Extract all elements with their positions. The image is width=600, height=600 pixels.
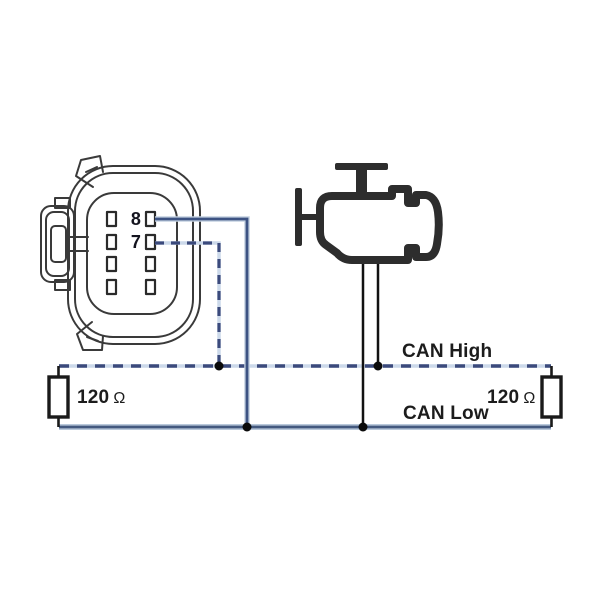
pin-8-label: 8: [130, 209, 142, 229]
pin8-wire: [155, 217, 249, 427]
connector-outer-shell-inner: [74, 172, 194, 338]
engine-left-bracket-arm: [300, 214, 320, 220]
left-termination-resistor: [47, 366, 70, 427]
pin7-wire-underlay: [155, 241, 221, 366]
connector-latch-top-block: [54, 197, 71, 209]
connector-latch-bottom-block: [54, 279, 71, 291]
pin-socket: [105, 233, 118, 251]
pin-socket: [105, 210, 118, 228]
left-resistor-value: 120: [77, 387, 110, 408]
connector-top-tab-inner: [85, 166, 98, 173]
junction-dot: [242, 422, 252, 432]
pin-8-socket: [144, 210, 157, 228]
connector-pins-right-column: [144, 210, 157, 296]
pin-socket: [144, 255, 157, 273]
junction-dot: [214, 361, 224, 371]
right-resistor-value: 120: [487, 387, 520, 408]
left-resistor-unit: Ω: [113, 390, 126, 407]
right-termination-resistor: [540, 366, 563, 427]
engine-left-bracket: [295, 188, 302, 246]
connector-cavity: [86, 192, 178, 315]
can-low-label: CAN Low: [403, 403, 489, 424]
connector-latch-mid: [45, 211, 70, 277]
wiring: [47, 216, 563, 432]
right-resistor-body: [540, 375, 563, 419]
right-resistor-unit: Ω: [523, 390, 536, 407]
pin-socket: [105, 278, 118, 296]
junction-dot: [358, 422, 368, 432]
pin-socket: [144, 278, 157, 296]
connector-pins-left-column: [105, 210, 118, 296]
connector-bottom-tab: [76, 321, 104, 351]
obd-connector-drawing: [40, 155, 201, 351]
pin-7-label: 7: [130, 232, 142, 252]
engine-body: [316, 185, 443, 264]
connector-latch-inner: [50, 225, 67, 263]
pin-socket: [105, 255, 118, 273]
can-high-label: CAN High: [402, 341, 493, 362]
engine-top-stem: [356, 166, 367, 198]
pin-7-socket: [144, 233, 157, 251]
connector-latch-outer: [40, 205, 75, 283]
left-resistor-body: [47, 375, 70, 419]
junction-dot: [373, 361, 383, 371]
pin7-wire: [155, 241, 221, 366]
engine-icon: [295, 163, 443, 264]
